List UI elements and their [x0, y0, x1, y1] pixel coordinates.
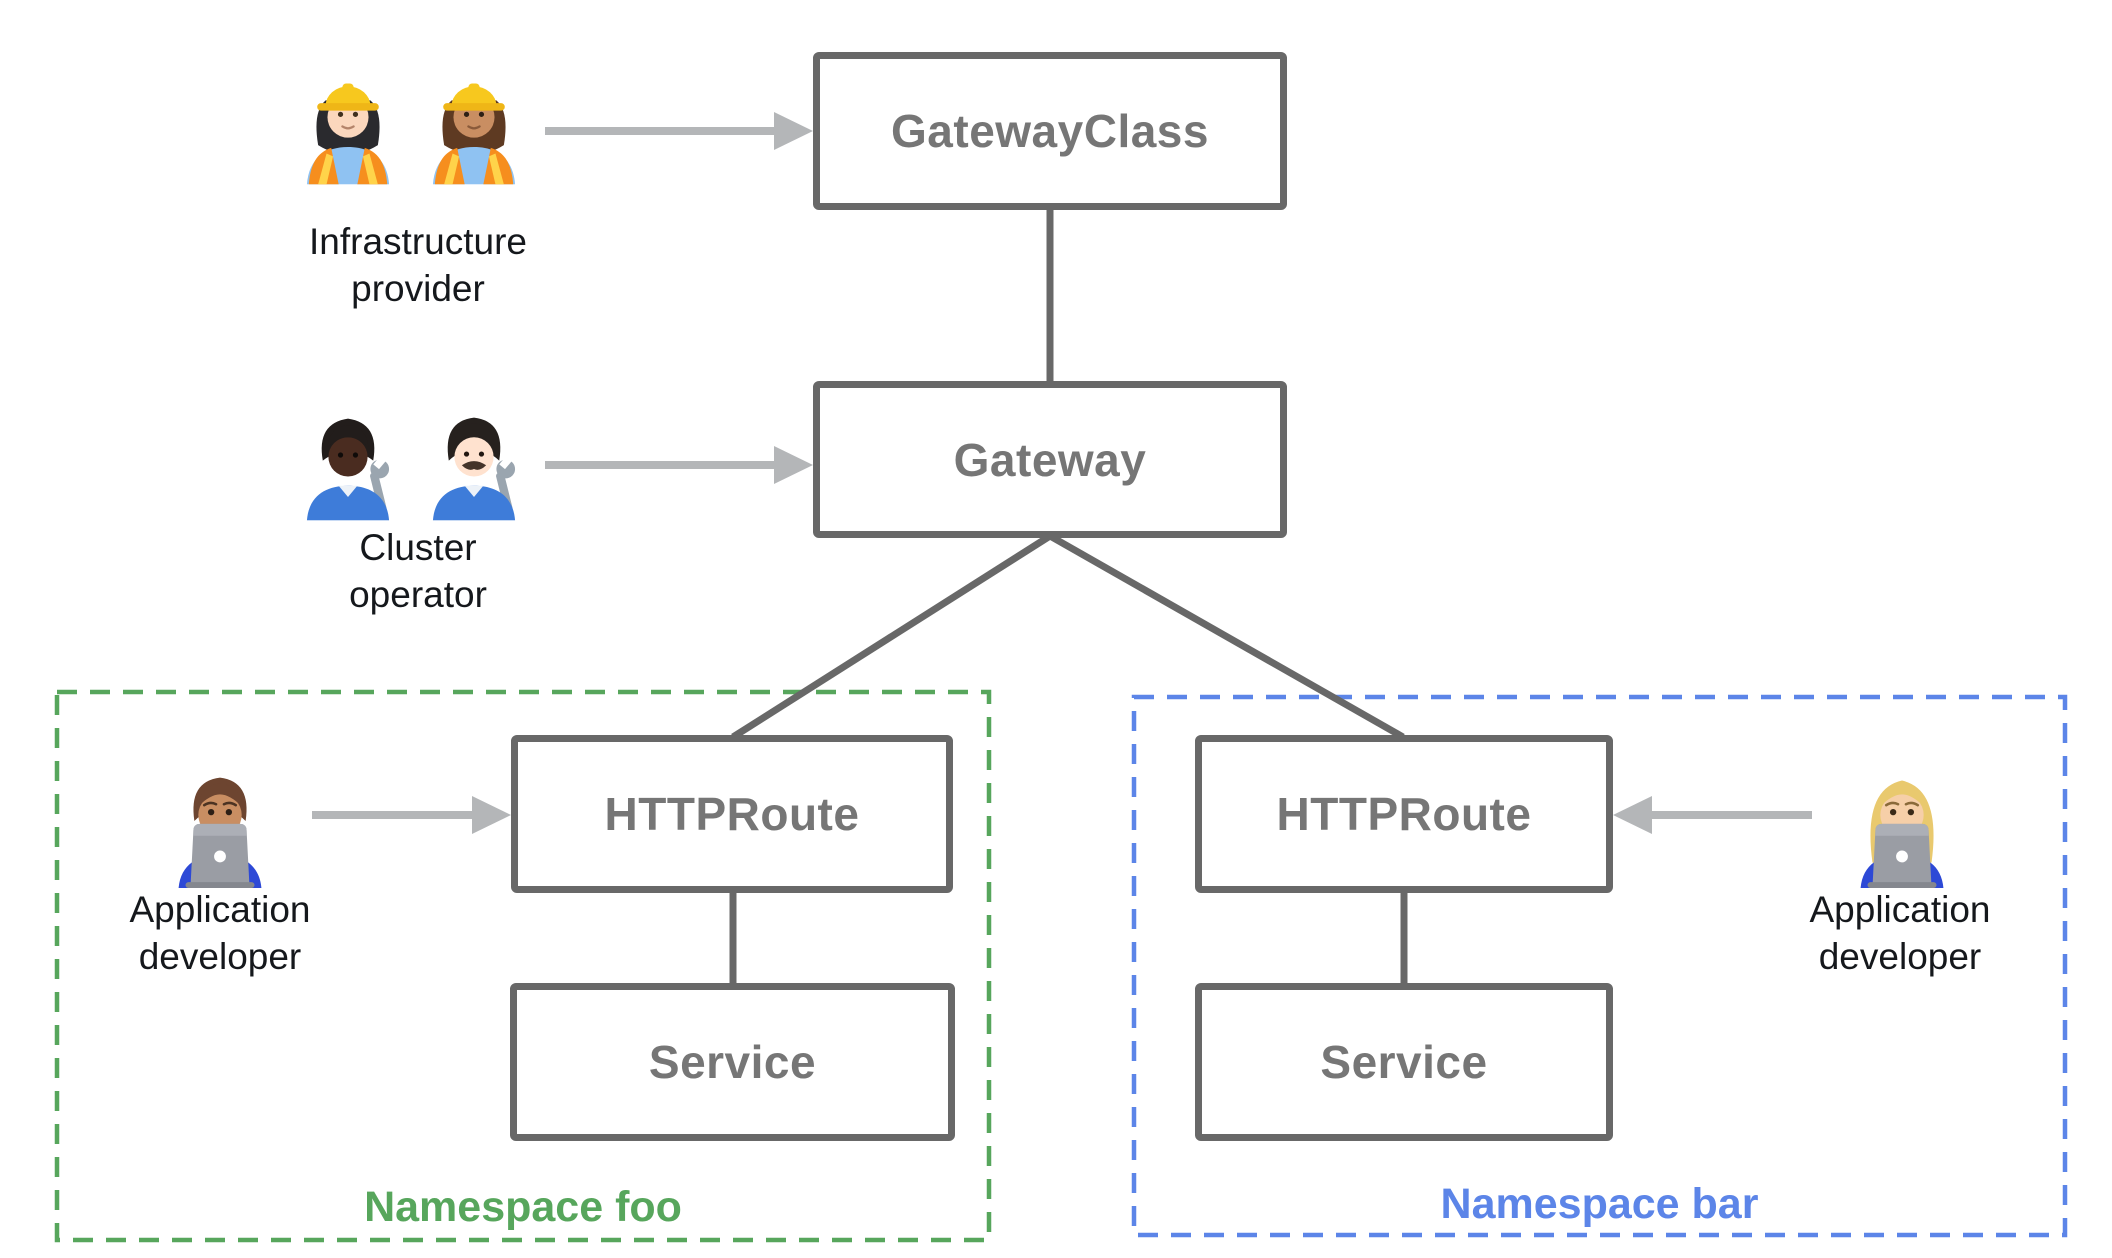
- node-service-bar: Service: [1195, 983, 1613, 1141]
- app-developer-foo-icon: [158, 750, 282, 888]
- label-line: developer: [138, 936, 302, 977]
- namespace-foo-boundary: [54, 689, 992, 1243]
- edge-gateway-httproute-bar: [1048, 532, 1405, 741]
- label-line: Application: [1809, 889, 1991, 930]
- node-gatewayclass: GatewayClass: [813, 52, 1287, 210]
- label-line: Infrastructure: [309, 221, 527, 262]
- label-line: Application: [129, 889, 311, 930]
- label-line: operator: [349, 574, 487, 615]
- app-developer-foo-label: Application developer: [5, 886, 435, 980]
- node-gateway: Gateway: [813, 381, 1287, 538]
- arrow-infrastructure-provider: [545, 112, 813, 150]
- infrastructure-provider-icons: [292, 52, 530, 186]
- arrow-app-developer-foo: [312, 796, 511, 834]
- namespace-bar-boundary: [1131, 694, 2068, 1238]
- node-service-foo: Service: [510, 983, 955, 1141]
- label-line: Cluster: [359, 527, 477, 568]
- node-httproute-bar: HTTPRoute: [1195, 735, 1613, 893]
- man-technologist-emoji: [158, 750, 282, 888]
- woman-technologist-emoji: [1840, 750, 1964, 888]
- node-httproute-foo: HTTPRoute: [511, 735, 953, 893]
- cluster-operator-label: Cluster operator: [203, 524, 633, 618]
- man-mechanic-light-emoji: [418, 388, 530, 522]
- infrastructure-provider-label: Infrastructure provider: [203, 218, 633, 312]
- label-line: developer: [1818, 936, 1982, 977]
- woman-construction-worker-medium-emoji: [418, 52, 530, 186]
- arrow-cluster-operator: [545, 446, 813, 484]
- namespace-foo-label: Namespace foo: [364, 1183, 682, 1231]
- cluster-operator-icons: [292, 388, 530, 522]
- person-mechanic-dark-emoji: [292, 388, 404, 522]
- app-developer-bar-label: Application developer: [1685, 886, 2112, 980]
- namespace-bar-label: Namespace bar: [1440, 1180, 1759, 1228]
- edge-gateway-httproute-foo: [731, 533, 1052, 740]
- woman-construction-worker-light-emoji: [292, 52, 404, 186]
- app-developer-bar-icon: [1840, 750, 1964, 888]
- arrow-app-developer-bar: [1613, 796, 1812, 834]
- label-line: provider: [351, 268, 485, 309]
